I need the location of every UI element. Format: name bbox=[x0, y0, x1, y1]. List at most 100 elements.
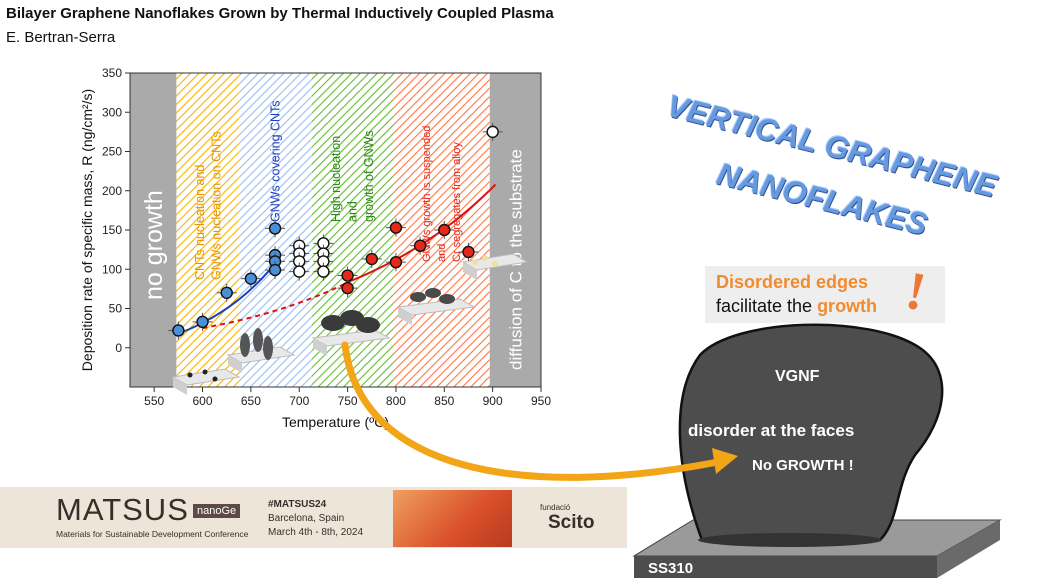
y-tick-label: 300 bbox=[102, 105, 122, 119]
region-cnts bbox=[176, 73, 240, 387]
data-point bbox=[196, 315, 209, 329]
region-label-line: High nucleation bbox=[329, 136, 343, 222]
data-point bbox=[317, 265, 330, 278]
event-place: Barcelona, Spain bbox=[268, 513, 345, 524]
x-tick-label: 700 bbox=[289, 394, 309, 408]
callout-box: Disordered edges facilitate the growth ! bbox=[705, 260, 945, 323]
x-tick-label: 950 bbox=[531, 394, 551, 408]
sample-slab-3-side bbox=[313, 338, 327, 356]
y-tick-label: 250 bbox=[102, 145, 122, 159]
region-label-line: growth of GNWs bbox=[362, 130, 376, 222]
fit-blue bbox=[178, 259, 279, 335]
region-label-line: and bbox=[436, 244, 448, 262]
author-name: E. Bertran-Serra bbox=[6, 29, 116, 46]
region-label-line: GNWs growth is suspended bbox=[421, 126, 433, 262]
flake bbox=[356, 317, 380, 333]
region-label-no-growth: no growth bbox=[140, 190, 168, 300]
region-no-growth bbox=[130, 73, 177, 387]
y-tick-label: 0 bbox=[115, 341, 122, 355]
cr-particle bbox=[472, 259, 478, 265]
data-point bbox=[341, 281, 354, 295]
flake bbox=[240, 333, 250, 357]
callout-line-2: facilitate the growth bbox=[716, 296, 877, 317]
conference-banner: MATSUS Materials for Sustainable Develop… bbox=[0, 487, 627, 548]
y-tick-label: 100 bbox=[102, 262, 122, 276]
data-point bbox=[268, 263, 282, 277]
data-point bbox=[293, 265, 306, 278]
data-point bbox=[172, 324, 185, 337]
x-tick-label: 800 bbox=[386, 394, 406, 408]
fit-red-dashed bbox=[202, 280, 351, 330]
x-tick-label: 650 bbox=[241, 394, 261, 408]
vgnf-diagram bbox=[341, 323, 1002, 578]
data-point bbox=[244, 272, 258, 285]
substrate-label: SS310 bbox=[648, 560, 694, 577]
flake bbox=[410, 292, 426, 302]
region-diffusion bbox=[489, 73, 541, 387]
sample-slab-4-side bbox=[398, 307, 412, 325]
y-tick-label: 50 bbox=[109, 302, 123, 316]
blob-text-disorder: disorder at the faces bbox=[688, 421, 855, 440]
sample-slab-1-side bbox=[173, 377, 187, 395]
blob-base bbox=[698, 533, 882, 547]
curved-arrow bbox=[341, 341, 722, 481]
blob-text-nogrowth: No GROWTH ! bbox=[752, 457, 854, 474]
y-tick-label: 200 bbox=[102, 184, 122, 198]
substrate-side bbox=[937, 520, 1000, 578]
data-point bbox=[220, 286, 233, 299]
callout-line-2-text: facilitate the bbox=[716, 296, 818, 316]
partner-badge: nanoGe bbox=[193, 504, 241, 518]
cr-particle bbox=[492, 261, 498, 267]
data-point bbox=[462, 245, 475, 259]
sponsor-name: Scito bbox=[548, 512, 595, 533]
y-tick-label: 150 bbox=[102, 223, 122, 237]
data-point bbox=[486, 125, 499, 139]
sponsor-small: fundació bbox=[540, 503, 571, 512]
x-tick-label: 850 bbox=[434, 394, 454, 408]
x-axis-label: Temperature (ºC) bbox=[282, 414, 389, 430]
region-label-line: GNWs covering CNTs bbox=[269, 100, 283, 222]
x-tick-label: 900 bbox=[483, 394, 503, 408]
flake bbox=[321, 315, 345, 331]
data-point bbox=[413, 239, 427, 252]
event-hashtag: #MATSUS24 bbox=[268, 499, 327, 510]
region-label-line: CNTs nucleation and bbox=[193, 165, 207, 280]
x-tick-label: 550 bbox=[144, 394, 164, 408]
brand-name: MATSUS bbox=[56, 492, 189, 527]
region-label-line: GNWs nucleation on CNTs bbox=[209, 131, 223, 280]
flake bbox=[263, 336, 273, 360]
callout-line-1: Disordered edges bbox=[716, 272, 869, 292]
callout-emphasis: growth bbox=[817, 296, 878, 316]
flake bbox=[253, 328, 263, 352]
vgnf-blob bbox=[678, 323, 944, 542]
cr-particle bbox=[482, 255, 488, 261]
flake bbox=[439, 294, 455, 304]
particle bbox=[212, 376, 218, 382]
region-label-line: and bbox=[346, 201, 360, 222]
data-point bbox=[365, 252, 378, 266]
sample-slab-2-side bbox=[228, 355, 242, 373]
blob-label: VGNF bbox=[775, 368, 820, 385]
substrate-front bbox=[634, 556, 937, 578]
particle bbox=[187, 372, 193, 378]
flake bbox=[425, 288, 441, 298]
sample-slab-5-side bbox=[463, 262, 477, 280]
banner-photo bbox=[393, 490, 512, 547]
y-axis-label: Deposition rate of specific mass, R (ng/… bbox=[79, 89, 95, 371]
x-tick-label: 750 bbox=[338, 394, 358, 408]
particle bbox=[202, 369, 208, 375]
arrow-head bbox=[712, 448, 738, 474]
exclamation-icon: ! bbox=[900, 259, 932, 323]
data-point bbox=[389, 255, 403, 269]
y-tick-label: 350 bbox=[102, 66, 122, 80]
data-point bbox=[268, 222, 282, 235]
page-title: Bilayer Graphene Nanoflakes Grown by The… bbox=[6, 5, 554, 22]
data-point bbox=[438, 223, 451, 237]
data-point bbox=[389, 221, 403, 234]
x-tick-label: 600 bbox=[193, 394, 213, 408]
region-label-line: Cr segregates from alloy bbox=[451, 142, 463, 262]
brand-subtitle: Materials for Sustainable Development Co… bbox=[56, 529, 249, 539]
event-dates: March 4th - 8th, 2024 bbox=[268, 527, 364, 538]
